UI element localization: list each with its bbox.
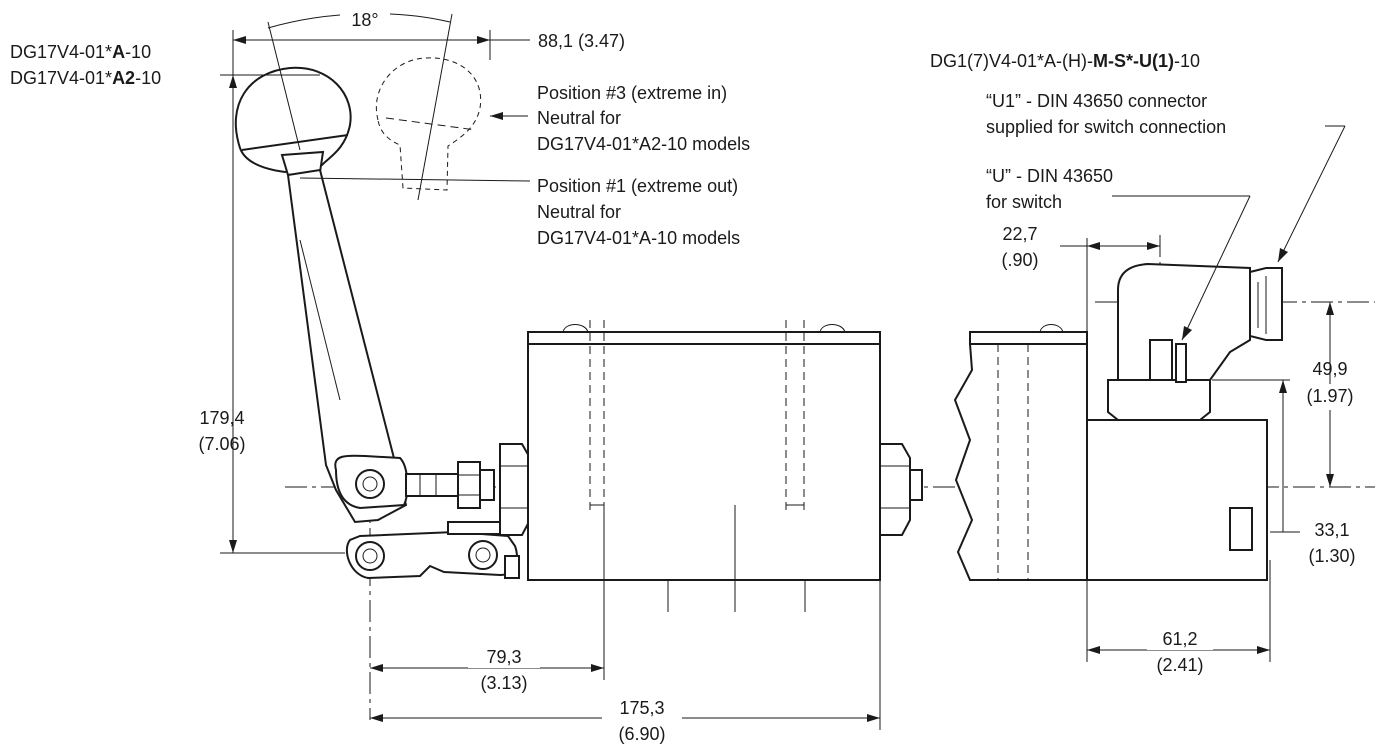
dimension-175-in: (6.90) bbox=[618, 724, 665, 744]
dimension-49-in: (1.97) bbox=[1306, 386, 1353, 406]
dimension-33-in: (1.30) bbox=[1308, 546, 1355, 566]
u1-connector-line-1: “U1” - DIN 43650 connector bbox=[986, 91, 1207, 111]
dimension-179-in: (7.06) bbox=[198, 434, 245, 454]
model-label-switch: DG1(7)V4-01*A-(H)-M-S*-U(1)-10 bbox=[930, 51, 1200, 71]
text-labels: DG17V4-01*A-10 DG17V4-01*A2-10 18° 88,1 … bbox=[10, 5, 1364, 744]
dimension-88: 88,1 (3.47) bbox=[538, 31, 625, 51]
position-3-line-3: DG17V4-01*A2-10 models bbox=[537, 134, 750, 154]
angle-label: 18° bbox=[351, 10, 378, 30]
model-label-a: DG17V4-01*A-10 bbox=[10, 42, 151, 62]
lever-handle bbox=[234, 57, 495, 524]
position-1-line-2: Neutral for bbox=[537, 202, 621, 222]
dimension-lines bbox=[220, 13, 1346, 730]
position-3-line-1: Position #3 (extreme in) bbox=[537, 83, 727, 103]
dimension-49-mm: 49,9 bbox=[1312, 359, 1347, 379]
model-label-a2: DG17V4-01*A2-10 bbox=[10, 68, 161, 88]
dimension-179-mm: 179,4 bbox=[199, 408, 244, 428]
dimension-61-in: (2.41) bbox=[1156, 655, 1203, 675]
u1-connector-line-2: supplied for switch connection bbox=[986, 117, 1226, 137]
dimension-79-in: (3.13) bbox=[480, 673, 527, 693]
main-valve-body bbox=[499, 320, 923, 612]
position-3-line-2: Neutral for bbox=[537, 108, 621, 128]
dimension-61-mm: 61,2 bbox=[1162, 629, 1197, 649]
dimension-22-mm: 22,7 bbox=[1002, 224, 1037, 244]
switch-end-body bbox=[953, 262, 1283, 581]
u-connector-line-1: “U” - DIN 43650 bbox=[986, 166, 1113, 186]
position-1-line-1: Position #1 (extreme out) bbox=[537, 176, 738, 196]
u-connector-line-2: for switch bbox=[986, 192, 1062, 212]
dimension-22-in: (.90) bbox=[1001, 250, 1038, 270]
lower-linkage bbox=[345, 521, 520, 580]
dimension-175-mm: 175,3 bbox=[619, 698, 664, 718]
dimension-33-mm: 33,1 bbox=[1314, 520, 1349, 540]
dimension-79-mm: 79,3 bbox=[486, 647, 521, 667]
position-1-line-3: DG17V4-01*A-10 models bbox=[537, 228, 740, 248]
